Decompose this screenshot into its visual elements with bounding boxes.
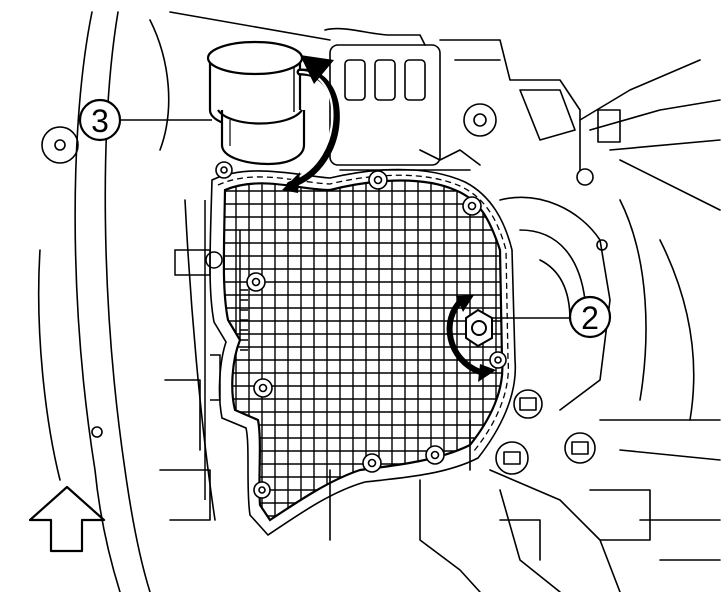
flange-bolts	[215, 161, 507, 499]
oil-filter	[206, 40, 306, 166]
callout-3: 3	[78, 98, 122, 142]
callout-3-label: 3	[91, 103, 109, 139]
up-arrow-icon	[28, 485, 106, 553]
curved-arrow-icon	[282, 55, 340, 193]
timing-chain-guide	[174, 200, 248, 500]
drain-plug	[465, 308, 493, 348]
oil-pan-gasket	[222, 179, 504, 522]
engine-block-linework	[37, 11, 721, 593]
callout-2-label: 2	[581, 300, 599, 336]
callout-2: 2	[568, 295, 612, 339]
leader-lines	[121, 119, 570, 319]
curved-arrow-icon	[446, 295, 496, 382]
